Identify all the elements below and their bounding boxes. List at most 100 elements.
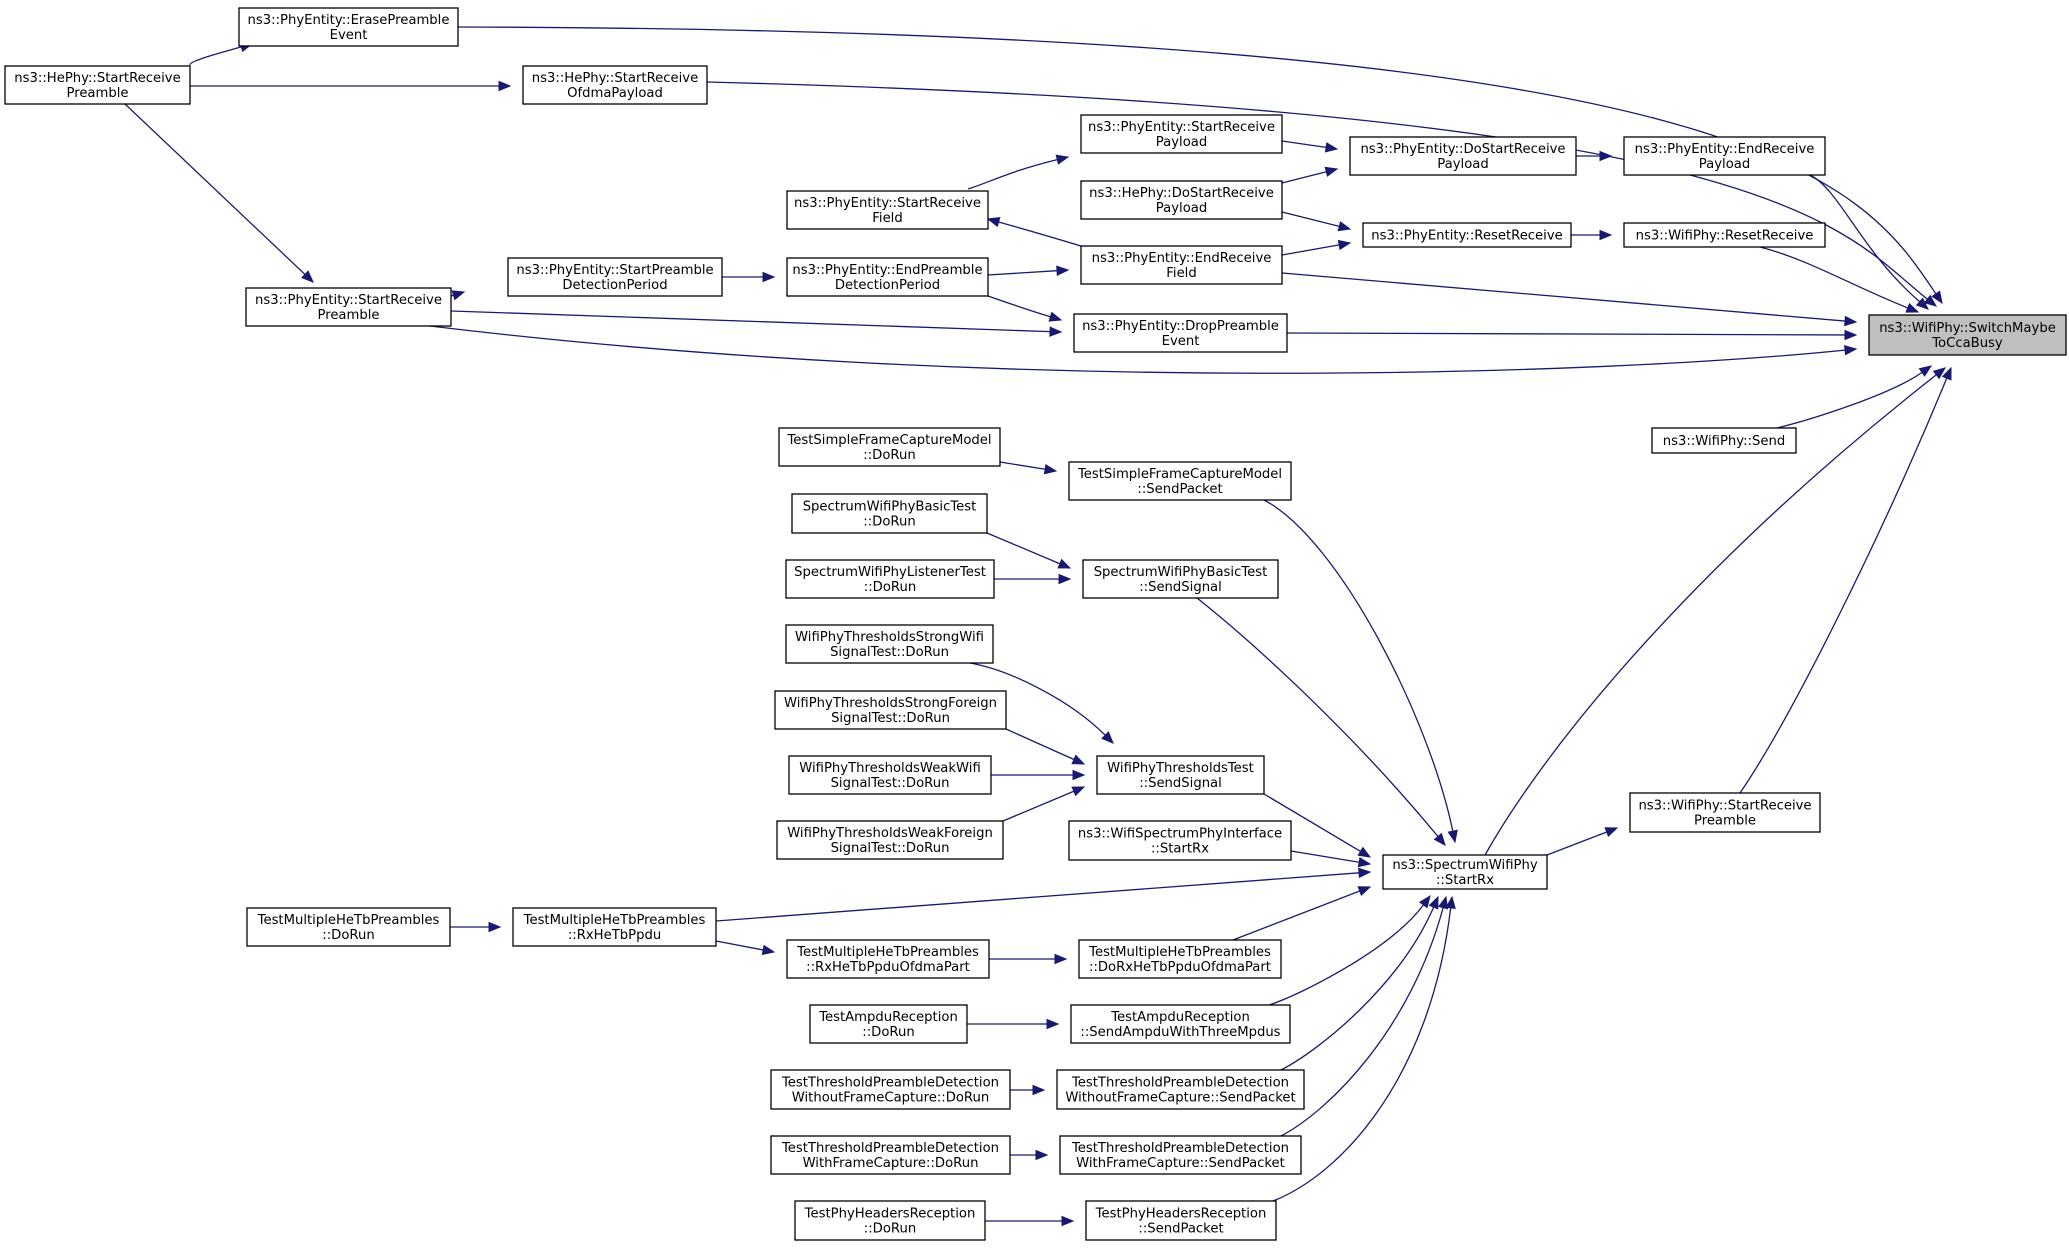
- edge-arrowhead: [1035, 1149, 1049, 1161]
- edge-arrowhead: [1054, 953, 1068, 965]
- node-box: [1080, 180, 1283, 220]
- edge-switch_cca-to-pe_erf: [1281, 272, 1858, 327]
- node-ttpd_w_run[interactable]: TestThresholdPreambleDetectionWithFrameC…: [770, 1135, 1011, 1175]
- edge-arrowhead: [1437, 895, 1449, 910]
- node-box: [1623, 136, 1826, 176]
- node-label-line: TestPhyHeadersReception: [804, 1207, 976, 1222]
- node-wpt_send[interactable]: WifiPhyThresholdsTest::SendSignal: [1096, 755, 1265, 795]
- node-ttpd_wo_run[interactable]: TestThresholdPreambleDetectionWithoutFra…: [770, 1069, 1011, 1110]
- node-box: [786, 190, 989, 230]
- edge-switch_cca-to-wp_send: [1776, 365, 1933, 429]
- edge-arrowhead: [1056, 265, 1070, 276]
- node-label-line: TestMultipleHeTbPreambles: [523, 913, 706, 928]
- node-label-line: Payload: [1437, 157, 1488, 172]
- node-tmhtp_drxo[interactable]: TestMultipleHeTbPreambles::DoRxHeTbPpduO…: [1078, 939, 1282, 979]
- edge-arrowhead: [1049, 326, 1063, 337]
- node-label-line: ::SendSignal: [1139, 776, 1222, 791]
- node-label-line: Field: [1166, 266, 1196, 281]
- node-tphr_run[interactable]: TestPhyHeadersReception::DoRun: [794, 1200, 986, 1241]
- edge-arrowhead: [1357, 846, 1372, 858]
- node-box: [1623, 222, 1826, 248]
- node-tphr_send[interactable]: TestPhyHeadersReception::SendPacket: [1085, 1200, 1277, 1241]
- node-swp_rx[interactable]: ns3::SpectrumWifiPhy::StartRx: [1382, 854, 1548, 890]
- edge-switch_cca-to-erase_pre: [457, 26, 1943, 305]
- node-wpt_ww[interactable]: WifiPhyThresholdsWeakWifiSignalTest::DoR…: [788, 755, 992, 795]
- node-label-line: TestThresholdPreambleDetection: [1071, 1076, 1289, 1091]
- node-tar_send[interactable]: TestAmpduReception::SendAmpduWithThreeMp…: [1070, 1004, 1291, 1044]
- edge-swp_rx-to-tmhtp_drxo: [1232, 886, 1372, 941]
- node-wpt_sf[interactable]: WifiPhyThresholdsStrongForeignSignalTest…: [774, 690, 1007, 730]
- node-label-line: ::RxHeTbPpdu: [568, 928, 661, 943]
- edge-swp_rx-to-wspi_rx: [1290, 850, 1372, 868]
- edge-switch_cca-to-swp_rx: [1484, 367, 1947, 856]
- node-tar_run[interactable]: TestAmpduReception::DoRun: [809, 1004, 968, 1044]
- node-tsfcm_send[interactable]: TestSimpleFrameCaptureModel::SendPacket: [1068, 461, 1292, 501]
- node-swplt_run[interactable]: SpectrumWifiPhyListenerTest::DoRun: [785, 559, 995, 599]
- edge-line: [1809, 174, 1921, 303]
- node-ttpd_w_send[interactable]: TestThresholdPreambleDetectionWithFrameC…: [1059, 1135, 1302, 1175]
- edge-arrowhead: [1357, 886, 1372, 897]
- edge-arrowhead: [1071, 786, 1086, 797]
- edge-line: [1232, 890, 1360, 941]
- node-swpbt_send[interactable]: SpectrumWifiPhyBasicTest::SendSignal: [1082, 559, 1279, 599]
- node-label-line: TestThresholdPreambleDetection: [1071, 1141, 1289, 1156]
- edge-line: [1268, 904, 1424, 1006]
- edge-line: [987, 270, 1058, 276]
- node-label-line: ns3::PhyEntity::StartPreamble: [516, 263, 713, 278]
- edge-arrowhead: [1048, 311, 1063, 322]
- node-box: [1382, 854, 1548, 890]
- node-wpt_sw[interactable]: WifiPhyThresholdsStrongWifiSignalTest::D…: [785, 624, 994, 664]
- node-pe_epdp[interactable]: ns3::PhyEntity::EndPreambleDetectionPeri…: [786, 257, 989, 297]
- node-tsfcm_run[interactable]: TestSimpleFrameCaptureModel::DoRun: [778, 427, 1001, 467]
- node-label-line: SpectrumWifiPhyListenerTest: [794, 565, 986, 580]
- node-tmhtp_run[interactable]: TestMultipleHeTbPreambles::DoRun: [246, 907, 451, 947]
- node-label-line: ::StartRx: [1436, 873, 1494, 888]
- node-label-line: ::DoRun: [322, 928, 374, 943]
- node-label-line: TestPhyHeadersReception: [1095, 1207, 1267, 1222]
- node-tmhtp_rx[interactable]: TestMultipleHeTbPreambles::RxHeTbPpdu: [512, 907, 717, 947]
- node-label-line: ns3::PhyEntity::EndPreamble: [792, 263, 982, 278]
- node-label-line: ns3::PhyEntity::StartReceive: [255, 293, 442, 308]
- node-wpt_wf[interactable]: WifiPhyThresholdsWeakForeignSignalTest::…: [776, 820, 1004, 860]
- node-swpbt_run[interactable]: SpectrumWifiPhyBasicTest::DoRun: [791, 493, 988, 534]
- node-wp_rr[interactable]: ns3::WifiPhy::ResetReceive: [1623, 222, 1826, 248]
- node-ttpd_wo_send[interactable]: TestThresholdPreambleDetectionWithoutFra…: [1056, 1069, 1305, 1110]
- node-box: [1078, 939, 1282, 979]
- edge-swp_rx-to-tar_send: [1268, 894, 1431, 1006]
- node-label-line: ns3::PhyEntity::DoStartReceive: [1360, 142, 1565, 157]
- node-label-line: Preamble: [1694, 814, 1756, 829]
- node-pe_rr[interactable]: ns3::PhyEntity::ResetReceive: [1362, 222, 1572, 248]
- node-wspi_rx[interactable]: ns3::WifiSpectrumPhyInterface::StartRx: [1068, 820, 1292, 861]
- edge-wpt_send-to-wpt_ww: [991, 769, 1086, 781]
- edge-arrowhead: [1057, 558, 1072, 569]
- node-box: [1096, 755, 1265, 795]
- edge-line: [1002, 790, 1075, 822]
- node-pe_spdp[interactable]: ns3::PhyEntity::StartPreambleDetectionPe…: [507, 257, 723, 297]
- node-box: [774, 690, 1007, 730]
- node-label-line: ::SendAmpduWithThreeMpdus: [1080, 1025, 1280, 1040]
- node-label-line: SignalTest::DoRun: [831, 841, 950, 856]
- edge-pe_srpre-to-he_srp: [124, 103, 314, 283]
- edge-line: [715, 940, 764, 951]
- node-wp_send[interactable]: ns3::WifiPhy::Send: [1651, 427, 1797, 454]
- edge-arrowhead: [1923, 294, 1938, 307]
- edge-arrowhead: [1357, 856, 1372, 868]
- node-label-line: TestThresholdPreambleDetection: [781, 1076, 999, 1091]
- node-label-line: ns3::PhyEntity::EndReceive: [1635, 142, 1815, 157]
- node-box: [770, 1069, 1011, 1110]
- node-label-line: ns3::WifiPhy::StartReceive: [1638, 799, 1811, 814]
- node-tmhtp_rxo[interactable]: TestMultipleHeTbPreambles::RxHeTbPpduOfd…: [786, 939, 990, 979]
